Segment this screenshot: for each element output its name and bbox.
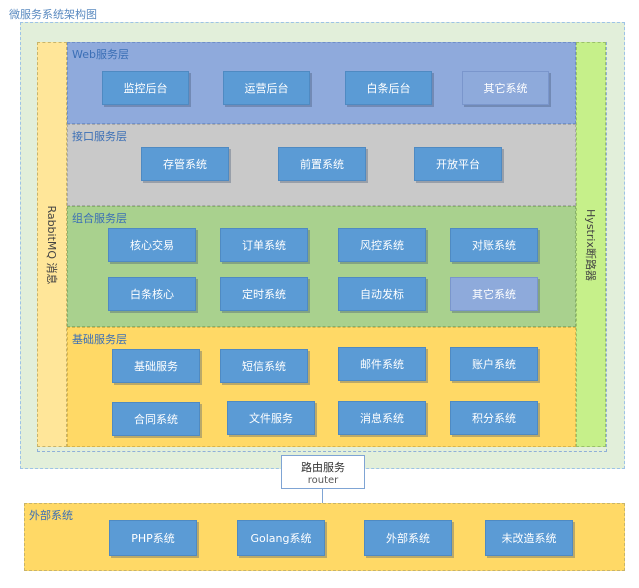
base-message-system: 消息系统 [338, 401, 426, 435]
diagram-title: 微服务系统架构图 [9, 8, 97, 21]
ext-php-system: PHP系统 [109, 520, 197, 556]
comb-risk-control: 风控系统 [338, 228, 426, 262]
external-layer-title: 外部系统 [29, 509, 73, 522]
api-open-platform: 开放平台 [414, 147, 502, 181]
api-layer-title: 接口服务层 [72, 130, 127, 143]
web-layer-title: Web服务层 [72, 48, 129, 61]
rabbitmq-label: RabbitMQ 消息 [45, 204, 58, 285]
router-service-box: 路由服务 router [281, 455, 365, 489]
base-layer: 基础服务层 基础服务 短信系统 邮件系统 账户系统 合同系统 文件服务 消息系统… [67, 327, 576, 447]
api-custody-system: 存管系统 [141, 147, 229, 181]
base-layer-title: 基础服务层 [72, 333, 127, 346]
hystrix-label: Hystrix断路器 [584, 208, 597, 281]
base-account-system: 账户系统 [450, 347, 538, 381]
comb-other-systems: 其它系统 [450, 277, 538, 311]
base-contract-system: 合同系统 [112, 402, 200, 436]
ext-golang-system: Golang系统 [237, 520, 325, 556]
api-layer: 接口服务层 存管系统 前置系统 开放平台 [67, 124, 576, 206]
router-label: 路由服务 [301, 460, 345, 474]
web-other-systems: 其它系统 [462, 71, 549, 105]
hystrix-sidebar: Hystrix断路器 [576, 42, 606, 447]
router-sublabel: router [307, 474, 339, 486]
base-sms-system: 短信系统 [220, 349, 308, 383]
api-frontend-system: 前置系统 [278, 147, 366, 181]
combination-layer: 组合服务层 核心交易 订单系统 风控系统 对账系统 白条核心 定时系统 自动发标… [67, 206, 576, 327]
external-systems-layer: 外部系统 PHP系统 Golang系统 外部系统 未改造系统 [24, 503, 625, 571]
base-file-service: 文件服务 [227, 401, 315, 435]
combination-layer-title: 组合服务层 [72, 212, 127, 225]
base-basic-service: 基础服务 [112, 349, 200, 383]
comb-order-system: 订单系统 [220, 228, 308, 262]
web-monitor-console: 监控后台 [102, 71, 189, 105]
comb-baitiao-core: 白条核心 [108, 277, 196, 311]
ext-external-system: 外部系统 [364, 520, 452, 556]
router-connector-line [322, 489, 323, 503]
web-layer: Web服务层 监控后台 运营后台 白条后台 其它系统 [67, 42, 576, 124]
comb-reconciliation: 对账系统 [450, 228, 538, 262]
web-baitiao-console: 白条后台 [345, 71, 432, 105]
comb-scheduler: 定时系统 [220, 277, 308, 311]
comb-core-trading: 核心交易 [108, 228, 196, 262]
base-email-system: 邮件系统 [338, 347, 426, 381]
base-points-system: 积分系统 [450, 401, 538, 435]
ext-legacy-system: 未改造系统 [485, 520, 573, 556]
web-operations-console: 运营后台 [223, 71, 310, 105]
comb-auto-bidding: 自动发标 [338, 277, 426, 311]
rabbitmq-sidebar: RabbitMQ 消息 [37, 42, 67, 447]
